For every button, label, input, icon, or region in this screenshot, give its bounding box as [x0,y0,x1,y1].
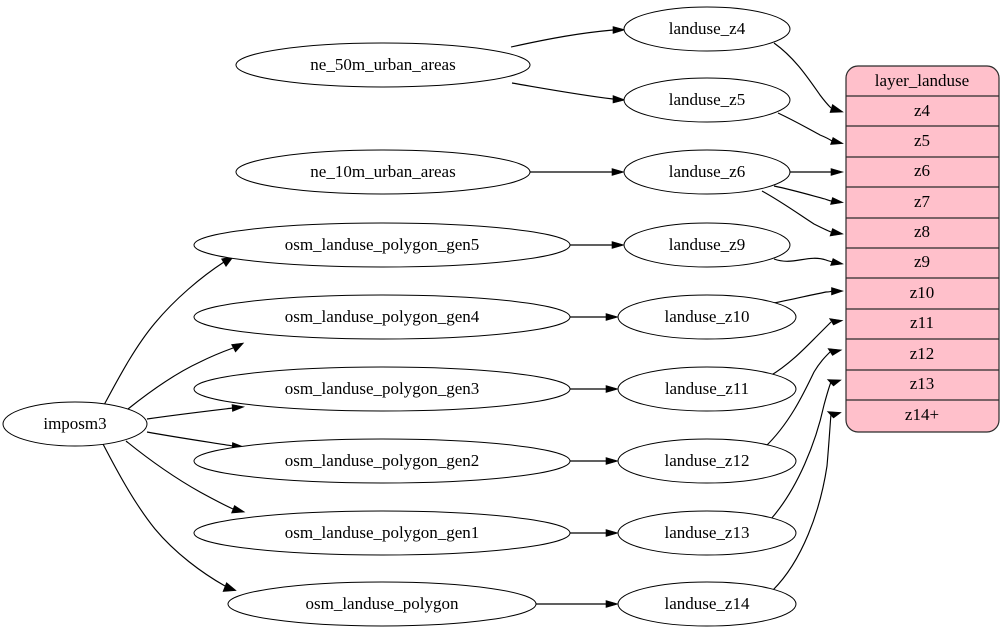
edge-landuse-z5-to-row-z5 [777,112,844,145]
node-landuse-z5[interactable]: landuse_z5 [623,77,791,123]
edge-landuse-z10-to-row-z10 [773,287,844,304]
node-landuse-z9[interactable]: landuse_z9 [623,222,791,268]
edge-osmlanduse-to-landuse-z14 [536,600,620,608]
edge-ne50m-to-landuse-z4 [510,26,627,48]
edge-imposm3-to-gen1 [125,440,246,514]
edge-landuse-z6-to-row-z6 [789,168,845,176]
edge-imposm3-to-gen4 [127,342,245,410]
edge-gen1-to-landuse-z13 [570,529,620,537]
node-landuse-z14[interactable]: landuse_z14 [617,581,797,627]
edge-layer [102,26,845,608]
edge-ne50m-to-landuse-z5 [511,82,627,104]
node-landuse-z10[interactable]: landuse_z10 [617,294,797,340]
edge-gen4-to-landuse-z10 [570,313,620,321]
edge-gen2-to-landuse-z12 [570,457,620,465]
node-osm-landuse-polygon-gen1[interactable]: osm_landuse_polygon_gen1 [193,510,571,556]
node-landuse-z13[interactable]: landuse_z13 [617,510,797,556]
node-ne-50m-urban-areas[interactable]: ne_50m_urban_areas [235,42,531,88]
node-osm-landuse-polygon-gen2[interactable]: osm_landuse_polygon_gen2 [193,438,571,484]
node-osm-landuse-polygon[interactable]: osm_landuse_polygon [227,581,537,627]
node-ne-10m-urban-areas[interactable]: ne_10m_urban_areas [235,149,531,195]
node-landuse-z6[interactable]: landuse_z6 [623,149,791,195]
edge-imposm3-to-osm-landuse-polygon [102,443,237,592]
node-osm-landuse-polygon-gen4[interactable]: osm_landuse_polygon_gen4 [193,294,571,340]
layer-landuse-table-bg [845,65,1000,433]
node-imposm3[interactable]: imposm3 [2,401,148,447]
edge-landuse-z4-to-row-z4 [773,42,844,113]
edge-landuse-z6-to-row-z7 [773,185,844,205]
edge-landuse-z9-to-row-z9 [773,257,844,266]
edge-landuse-z13-to-row-z13 [770,379,842,520]
edge-ne10m-to-landuse-z6 [530,168,626,176]
node-osm-landuse-polygon-gen3[interactable]: osm_landuse_polygon_gen3 [193,366,571,412]
edge-landuse-z12-to-row-z12 [764,348,843,448]
edge-imposm3-to-gen3 [146,404,246,420]
edge-gen5-to-landuse-z9 [570,241,626,249]
edge-landuse-z11-to-row-z11 [769,318,844,377]
node-landuse-z12[interactable]: landuse_z12 [617,438,797,484]
edge-landuse-z6-to-row-z8 [761,190,844,237]
edge-imposm3-to-gen2 [146,431,245,451]
edge-gen3-to-landuse-z11 [570,385,620,393]
node-osm-landuse-polygon-gen5[interactable]: osm_landuse_polygon_gen5 [193,222,571,268]
node-landuse-z4[interactable]: landuse_z4 [623,6,791,52]
layer-landuse-table[interactable]: layer_landuse z4 z5 z6 z7 [845,65,1000,433]
edge-landuse-z14-to-row-z14plus [772,411,842,591]
node-landuse-z11[interactable]: landuse_z11 [617,366,797,412]
